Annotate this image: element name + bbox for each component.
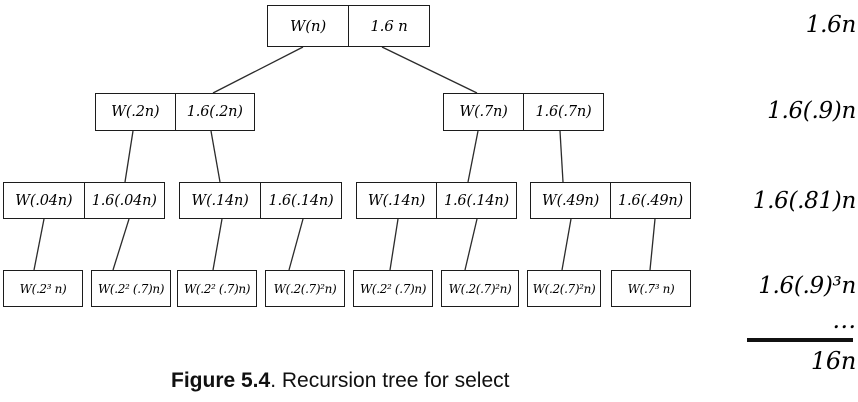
edge-lines xyxy=(33,46,656,271)
tree-node-level2: W(.14n) 1.6(.14n) xyxy=(179,182,342,219)
tree-node-leaf: W(.2² (.7)n) xyxy=(177,270,257,307)
tree-node-level2: W(.14n) 1.6(.14n) xyxy=(356,182,517,219)
sum-divider-line xyxy=(747,338,853,342)
node-work-label: W(.14n) xyxy=(191,192,249,209)
total-label: 16n xyxy=(810,347,856,375)
ellipsis-label: … xyxy=(832,306,856,334)
tree-node-leaf: W(.2(.7)²n) xyxy=(265,270,345,307)
tree-node-root: W(n) 1.6 n xyxy=(267,5,430,47)
node-cost-label: 1.6(.14n) xyxy=(436,183,516,218)
row-cost-label: 1.6(.9)³n xyxy=(758,273,856,299)
node-work-label: W(.49n) xyxy=(541,192,600,209)
node-cost-label: 1.6(.14n) xyxy=(260,183,341,218)
tree-node-leaf: W(.2² (.7)n) xyxy=(91,270,171,307)
tree-node-level2: W(.49n) 1.6(.49n) xyxy=(530,182,691,219)
tree-node-level1: W(.2n) 1.6(.2n) xyxy=(95,93,255,131)
caption-text: . Recursion tree for select xyxy=(270,369,510,392)
row-cost-label: 1.6(.81)n xyxy=(752,188,857,214)
row-cost-label: 1.6n xyxy=(805,12,857,38)
node-cost-label: 1.6(.49n) xyxy=(610,183,690,218)
tree-node-leaf: W(.2³ n) xyxy=(3,270,83,307)
tree-node-leaf: W(.2(.7)²n) xyxy=(527,270,601,307)
row-cost-label: 1.6(.9)n xyxy=(767,98,856,124)
tree-node-leaf: W(.7³ n) xyxy=(611,270,691,307)
node-work-label: W(.2n) xyxy=(111,104,160,120)
node-work-label: W(.7n) xyxy=(459,104,508,120)
tree-node-level1: W(.7n) 1.6(.7n) xyxy=(443,93,604,131)
node-cost-label: 1.6(.7n) xyxy=(523,94,603,130)
node-work-label: W(n) xyxy=(290,17,326,35)
tree-node-leaf: W(.2² (.7)n) xyxy=(353,270,433,307)
tree-node-leaf: W(.2(.7)²n) xyxy=(441,270,519,307)
node-cost-label: 1.6(.04n) xyxy=(83,183,165,218)
caption-number: Figure 5.4 xyxy=(171,369,271,392)
figure-caption: Figure 5.4. Recursion tree for select xyxy=(171,369,509,393)
node-cost-label: 1.6 n xyxy=(348,6,429,46)
node-work-label: W(.04n) xyxy=(15,192,73,209)
tree-node-level2: W(.04n) 1.6(.04n) xyxy=(3,182,165,219)
node-work-label: W(.14n) xyxy=(367,192,426,209)
node-cost-label: 1.6(.2n) xyxy=(174,94,255,130)
